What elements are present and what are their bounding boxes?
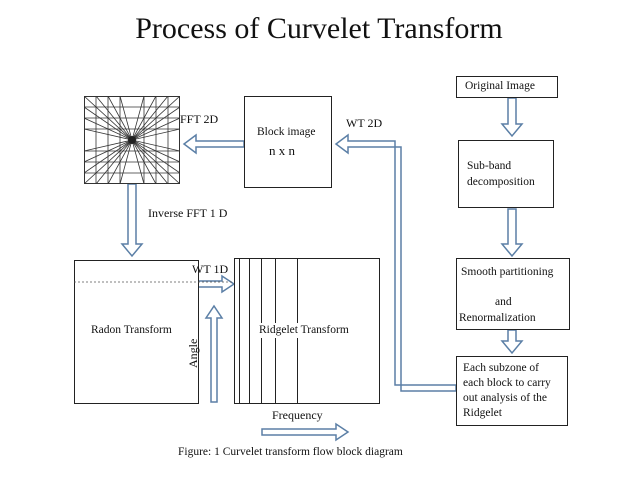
arrow-inverse-fft1d: [120, 183, 144, 258]
ridgelet-strip-line: [239, 259, 240, 403]
subband-line-1: Sub-band: [467, 160, 512, 172]
label-frequency: Frequency: [272, 408, 323, 422]
arrow-wt1d: [195, 274, 236, 294]
subband-box: Sub-band decomposition: [458, 140, 554, 208]
smooth-partitioning-box: Smooth partitioning and Renormalization: [456, 258, 570, 330]
subzone-line-1: Each subzone of: [463, 362, 539, 374]
arrow-smooth-to-subzone: [500, 329, 524, 355]
figure-caption: Figure: 1 Curvelet transform flow block …: [178, 446, 403, 458]
radon-transform-label: Radon Transform: [91, 324, 172, 336]
radon-transform-box: Radon Transform: [74, 260, 199, 404]
block-image-box: Block image n x n: [244, 96, 332, 188]
smooth-line-1: Smooth partitioning: [461, 266, 554, 278]
dashed-divider: [74, 281, 380, 283]
label-wt2d: WT 2D: [346, 116, 383, 130]
subband-line-2: decomposition: [467, 176, 535, 188]
label-wt1d: WT 1D: [192, 262, 229, 276]
subzone-box: Each subzone of each block to carry out …: [456, 356, 568, 426]
label-angle: Angle: [186, 338, 200, 368]
ridgelet-strip-line: [249, 259, 250, 403]
arrow-subzone-to-block: [334, 133, 457, 392]
frequency-tiling-image: [84, 96, 180, 184]
ridgelet-transform-box: Ridgelet Transform: [234, 258, 380, 404]
arrow-frequency: [261, 422, 350, 442]
original-image-box: Original Image: [456, 76, 558, 98]
subzone-line-3: out analysis of the: [463, 392, 547, 404]
arrow-angle: [204, 304, 224, 403]
label-inverse-fft1d: Inverse FFT 1 D: [148, 206, 228, 220]
smooth-line-3: Renormalization: [459, 312, 536, 324]
arrow-fft2d: [182, 133, 245, 155]
subzone-line-2: each block to carry: [463, 377, 551, 389]
diagram-title: Process of Curvelet Transform: [135, 12, 503, 45]
label-fft2d: FFT 2D: [180, 112, 219, 126]
block-size-label: n x n: [269, 143, 295, 158]
original-image-label: Original Image: [465, 80, 535, 92]
block-image-label: Block image: [257, 126, 316, 138]
arrow-original-to-subband: [500, 97, 524, 138]
subzone-line-4: Ridgelet: [463, 407, 502, 419]
smooth-line-2: and: [495, 296, 512, 308]
arrow-subband-to-smooth: [500, 208, 524, 258]
ridgelet-transform-label: Ridgelet Transform: [259, 323, 349, 338]
